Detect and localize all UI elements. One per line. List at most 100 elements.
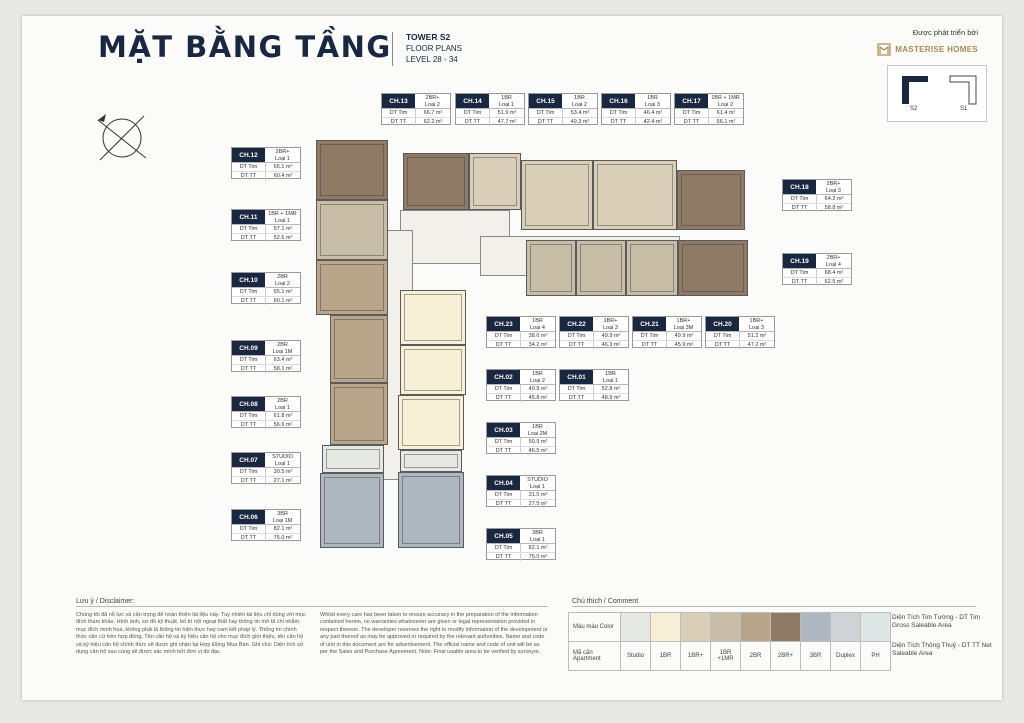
legend-type: 2BR+ bbox=[770, 641, 801, 671]
unit-plan-ch05[interactable] bbox=[398, 472, 464, 548]
gross-area: 31.0 m² bbox=[528, 492, 548, 498]
disclaimer-heading: Lưu ý / Disclaimer: bbox=[76, 598, 135, 605]
unit-model: Loại 3 bbox=[749, 324, 764, 331]
gross-label: DT Tim bbox=[675, 109, 709, 117]
unit-plan-ch07[interactable] bbox=[322, 445, 384, 473]
legend-swatch bbox=[620, 612, 651, 642]
unit-code: CH.23 bbox=[487, 317, 520, 331]
gross-label: DT Tim bbox=[232, 356, 266, 364]
unit-plan-ch15[interactable] bbox=[521, 160, 593, 230]
legend-gross-note: Diện Tích Tim Tường - DT Tim Gross Salea… bbox=[892, 614, 981, 629]
unit-plan-ch12[interactable] bbox=[316, 140, 388, 200]
unit-model: Loại 3M bbox=[673, 324, 694, 331]
unit-model: Loại 3 bbox=[645, 101, 660, 108]
net-label: DT TT bbox=[675, 118, 709, 126]
unit-plan-ch21[interactable] bbox=[626, 240, 678, 296]
unit-type: 1BR bbox=[532, 318, 543, 324]
gross-label: DT Tim bbox=[232, 163, 266, 171]
gross-label: DT Tim bbox=[633, 332, 667, 340]
unit-code: CH.14 bbox=[456, 94, 489, 108]
unit-plan-ch18[interactable] bbox=[677, 170, 745, 230]
net-area: 60.4 m² bbox=[273, 173, 293, 179]
gross-area: 46.4 m² bbox=[643, 110, 663, 116]
legend-type: Studio bbox=[620, 641, 651, 671]
unit-plan-ch10[interactable] bbox=[316, 260, 388, 315]
legend-swatch bbox=[830, 612, 861, 642]
unit-plan-ch14[interactable] bbox=[469, 153, 521, 210]
unit-type: 1BR+ bbox=[749, 318, 764, 324]
brand-name: MASTERISE HOMES bbox=[895, 44, 978, 54]
net-area: 47.2 m² bbox=[747, 342, 767, 348]
net-label: DT TT bbox=[232, 234, 266, 242]
unit-plan-ch03[interactable] bbox=[398, 395, 464, 450]
unit-plan-ch22[interactable] bbox=[576, 240, 626, 296]
legend-swatch bbox=[710, 612, 741, 642]
unit-type: 2BR bbox=[277, 342, 288, 348]
legend-type: PH bbox=[860, 641, 891, 671]
gross-area: 65.1 m² bbox=[273, 289, 293, 295]
gross-label: DT Tim bbox=[487, 385, 521, 393]
unit-type: 2BR+ bbox=[275, 149, 290, 155]
gross-label: DT Tim bbox=[487, 438, 521, 446]
unit-model: Loại 3 bbox=[603, 324, 618, 331]
gross-area: 49.9 m² bbox=[674, 333, 694, 339]
unit-type: 1BR+ bbox=[603, 318, 618, 324]
unit-plan-ch06[interactable] bbox=[320, 473, 384, 548]
unit-plan-ch13[interactable] bbox=[403, 153, 469, 210]
unit-model: Loại 2 bbox=[425, 101, 440, 108]
net-area: 56.6 m² bbox=[273, 422, 293, 428]
unit-plan-ch08[interactable] bbox=[330, 383, 388, 445]
unit-plan-ch19[interactable] bbox=[678, 240, 748, 296]
unit-code: CH.17 bbox=[675, 94, 708, 108]
unit-plan-ch02[interactable] bbox=[400, 290, 466, 345]
unit-plan-ch16[interactable] bbox=[593, 160, 677, 230]
net-label: DT TT bbox=[456, 118, 490, 126]
legend-swatch bbox=[770, 612, 801, 642]
gross-label: DT Tim bbox=[487, 332, 521, 340]
net-area: 62.2 m² bbox=[423, 119, 443, 125]
unit-model: Loại 1M bbox=[272, 348, 293, 355]
unit-type: 1BR bbox=[501, 95, 512, 101]
legend-type: 2BR bbox=[740, 641, 771, 671]
key-plan-s2: S2 bbox=[910, 106, 918, 112]
gross-area: 53.4 m² bbox=[570, 110, 590, 116]
unit-code: CH.11 bbox=[232, 210, 265, 224]
unit-plan-ch23[interactable] bbox=[526, 240, 576, 296]
unit-plan-ch11[interactable] bbox=[316, 200, 388, 260]
unit-plan-ch09[interactable] bbox=[330, 315, 388, 383]
brand-mark-icon bbox=[877, 43, 891, 56]
unit-plan-ch01[interactable] bbox=[400, 345, 466, 395]
gross-area: 50.9 m² bbox=[528, 439, 548, 445]
gross-area: 51.2 m² bbox=[747, 333, 767, 339]
net-area: 27.5 m² bbox=[528, 501, 548, 507]
net-area: 58.8 m² bbox=[824, 205, 844, 211]
gross-area: 38.6 m² bbox=[528, 333, 548, 339]
net-label: DT TT bbox=[602, 118, 636, 126]
unit-code: CH.12 bbox=[232, 148, 265, 162]
unit-code: CH.09 bbox=[232, 341, 265, 355]
unit-plan-ch04[interactable] bbox=[400, 450, 462, 472]
